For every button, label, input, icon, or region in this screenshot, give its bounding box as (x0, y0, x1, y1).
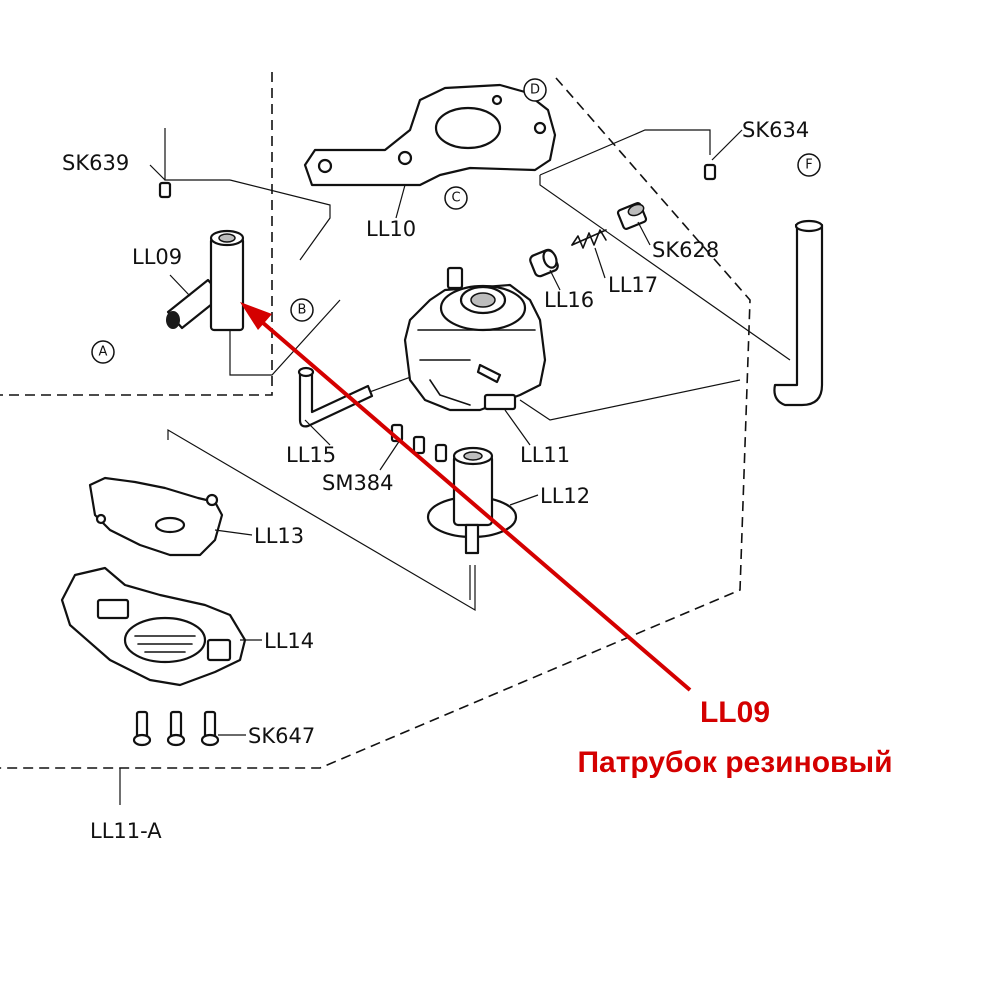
label-ll10: LL10 (366, 217, 416, 241)
svg-text:C: C (451, 191, 460, 206)
part-labels: SK639 SK634 LL10 LL09 SK628 LL17 LL16 LL… (62, 118, 809, 843)
small-screws (158, 163, 717, 199)
label-ll13: LL13 (254, 524, 304, 548)
sk628-plug (616, 202, 648, 230)
f-hose (773, 219, 824, 407)
sk647-screws (132, 710, 220, 747)
callout-description: Патрубок резиновый (577, 746, 892, 779)
callout-code: LL09 (700, 696, 770, 729)
label-sk634: SK634 (742, 118, 809, 142)
ref-b: B (290, 298, 314, 322)
label-ll11: LL11 (520, 443, 570, 467)
label-sk647: SK647 (248, 724, 315, 748)
ref-a: A (91, 340, 115, 364)
ref-c: C (444, 186, 468, 210)
ll12-shaft (426, 446, 518, 555)
ref-f: F (797, 153, 821, 177)
ll09-rubber-elbow (166, 229, 245, 332)
label-ll11a: LL11-A (90, 819, 162, 843)
svg-text:D: D (530, 83, 540, 98)
label-ll09: LL09 (132, 245, 182, 269)
sm384-screws (390, 423, 448, 463)
svg-text:F: F (805, 158, 812, 173)
label-sm384: SM384 (322, 471, 394, 495)
ll11-pump (403, 266, 547, 412)
label-ll16: LL16 (544, 288, 594, 312)
label-sk628: SK628 (652, 238, 719, 262)
ll15-tube (297, 366, 374, 428)
label-sk639: SK639 (62, 151, 129, 175)
circled-refs: A B C D F (91, 78, 821, 364)
ll14-cover (60, 566, 247, 687)
svg-text:B: B (298, 303, 307, 318)
ref-d: D (523, 78, 547, 102)
callout-arrow (240, 302, 692, 692)
ll13-gasket (88, 476, 224, 557)
label-ll12: LL12 (540, 484, 590, 508)
dashed-frames (0, 72, 751, 769)
label-leaders (149, 129, 743, 736)
label-ll17: LL17 (608, 273, 658, 297)
svg-text:A: A (99, 345, 108, 360)
ll16-ll17-sk628 (529, 202, 648, 278)
label-ll14: LL14 (264, 629, 314, 653)
ll17-spring (571, 229, 607, 249)
ll10-bracket (303, 83, 557, 187)
ll16-part (529, 248, 559, 278)
label-ll15: LL15 (286, 443, 336, 467)
